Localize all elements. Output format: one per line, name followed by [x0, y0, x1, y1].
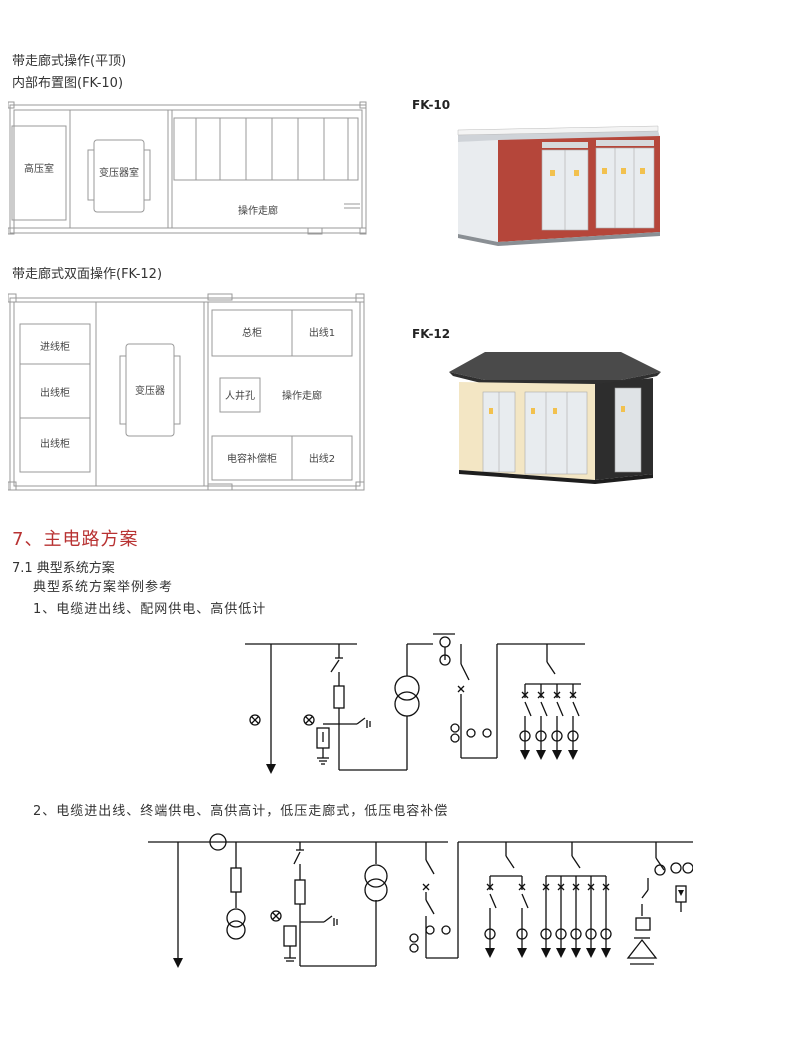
fk12-substation-photo — [449, 352, 661, 484]
section-7-1-heading: 7.1 典型系统方案 — [12, 561, 115, 576]
fk12-out2-label: 出线2 — [309, 452, 335, 465]
fk12-floor-plan: 进线柜 出线柜 出线柜 变压器 总柜 出线1 人井孔 操作走廊 电容补偿柜 出线… — [8, 293, 365, 491]
fk10-photo-label: FK-10 — [412, 98, 451, 112]
fk12-outgoing-b-label: 出线柜 — [40, 437, 70, 450]
fk12-outgoing-a-label: 出线柜 — [40, 386, 70, 399]
fk12-title: 带走廊式双面操作(FK-12) — [12, 267, 163, 282]
fk12-corridor-label: 操作走廊 — [282, 389, 322, 402]
fk12-capacitor-label: 电容补偿柜 — [227, 452, 277, 465]
section-7-1-subtext: 典型系统方案举例参考 — [33, 580, 174, 595]
fk10-substation-photo — [457, 125, 660, 246]
fk12-manhole-label: 人井孔 — [225, 389, 255, 402]
circuit-diagram-2 — [148, 833, 693, 968]
scheme-2-title: 2、电缆进出线、终端供电、高供高计，低压走廊式，低压电容补偿 — [33, 804, 449, 819]
fk12-photo-label: FK-12 — [412, 327, 451, 341]
fk12-incoming-label: 进线柜 — [40, 340, 70, 353]
fk12-out1-label: 出线1 — [309, 326, 335, 339]
fk10-title-line1: 带走廊式操作(平顶) — [12, 54, 127, 69]
fk10-floor-plan: 高压室 变压器室 操作走廊 — [8, 101, 367, 235]
section-7-heading: 7、主电路方案 — [12, 529, 139, 550]
fk12-main-cabinet-label: 总柜 — [242, 326, 262, 339]
fk10-transformer-room-label: 变压器室 — [99, 166, 139, 179]
fk12-transformer-label: 变压器 — [135, 384, 165, 397]
fk10-hv-room-label: 高压室 — [24, 162, 54, 175]
fk10-corridor-label: 操作走廊 — [238, 204, 278, 217]
circuit-diagram-1 — [245, 633, 585, 774]
scheme-1-title: 1、电缆进出线、配网供电、高供低计 — [33, 602, 267, 617]
fk10-title-line2: 内部布置图(FK-10) — [12, 76, 124, 91]
